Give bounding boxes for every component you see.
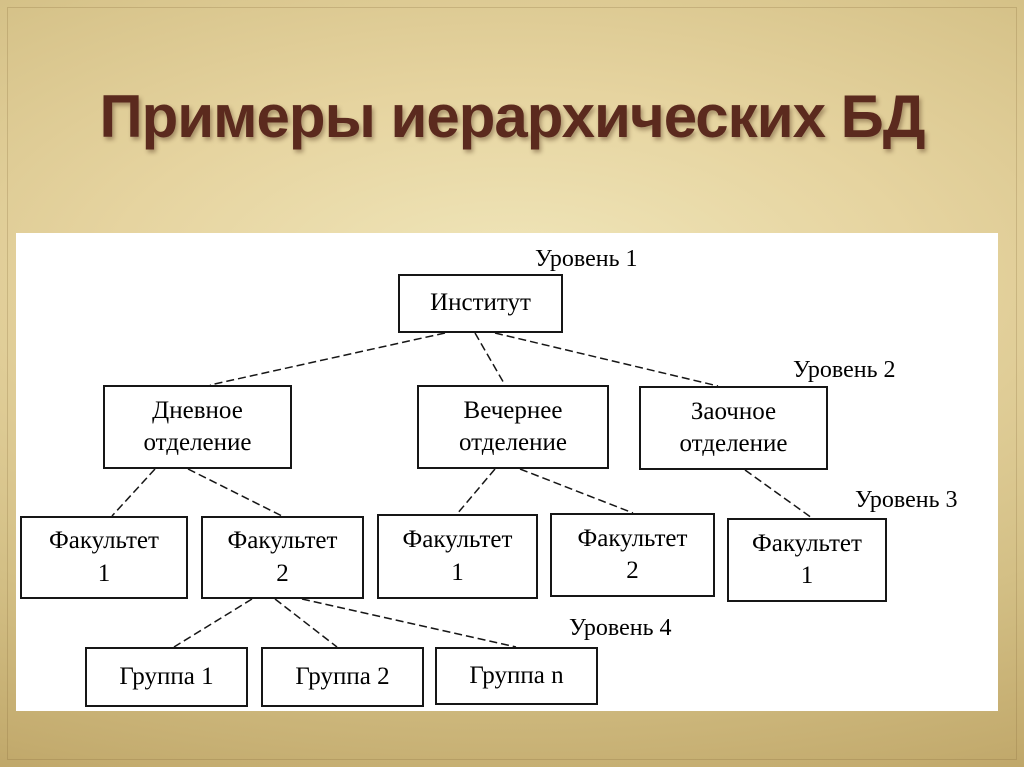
level-1-label: Уровень 1 (535, 246, 638, 272)
connector-line (474, 332, 506, 386)
node-faculty-2-evening: Факультет 2 (550, 513, 715, 597)
connector-lines (111, 332, 813, 648)
node-group-2: Группа 2 (261, 647, 424, 707)
connector-line (209, 332, 446, 386)
node-institute: Институт (398, 274, 563, 333)
node-faculty-1-day: Факультет 1 (20, 516, 188, 599)
node-faculty-1-evening: Факультет 1 (377, 514, 538, 599)
connector-line (274, 598, 338, 648)
level-2-label: Уровень 2 (793, 357, 896, 383)
level-4-label: Уровень 4 (569, 615, 672, 641)
connector-line (187, 468, 283, 517)
node-extramural-department: Заочное отделение (639, 386, 828, 470)
connector-line (301, 598, 517, 648)
node-group-1: Группа 1 (85, 647, 248, 707)
node-evening-department: Вечернее отделение (417, 385, 609, 469)
node-faculty-2-day: Факультет 2 (201, 516, 364, 599)
level-3-label: Уровень 3 (855, 487, 958, 513)
connector-line (111, 468, 156, 517)
node-day-department: Дневное отделение (103, 385, 292, 469)
connector-line (519, 468, 634, 514)
node-group-n: Группа n (435, 647, 598, 705)
diagram-panel: Уровень 1 Уровень 2 Уровень 3 Уровень 4 … (16, 233, 998, 711)
connector-line (744, 469, 813, 519)
connector-line (456, 468, 496, 515)
connector-line (494, 332, 719, 387)
node-faculty-1-extramural: Факультет 1 (727, 518, 887, 602)
connector-line (173, 598, 253, 648)
slide-title: Примеры иерархических БД (99, 83, 926, 150)
